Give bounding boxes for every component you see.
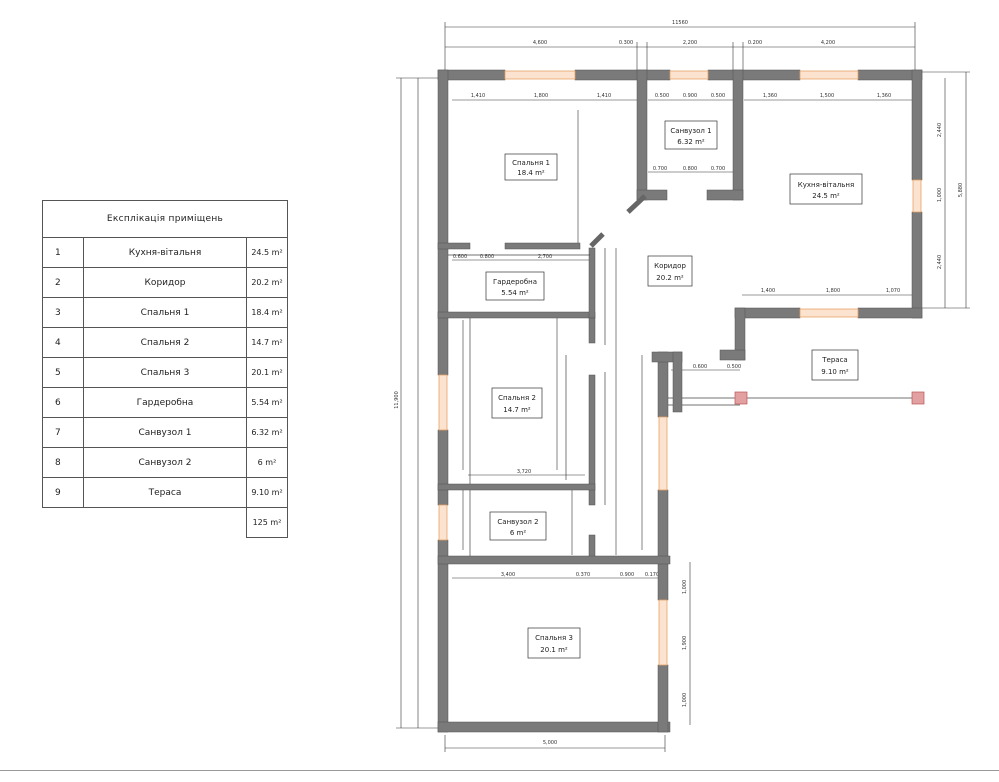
- dim-label: 0.700: [653, 166, 667, 172]
- dim-label: 4,600: [533, 40, 547, 46]
- page-bottom-rule: [0, 770, 999, 771]
- window: [438, 374, 448, 431]
- dim-label: 2,440: [937, 123, 943, 137]
- dim-label: 2,200: [683, 40, 697, 46]
- dim-label: 2,700: [538, 254, 552, 260]
- dim-label: 1,500: [820, 93, 834, 99]
- dim-label: 0.500: [655, 93, 669, 99]
- room-labels: Спальня 1 18.4 m² Санвузол 1 6.32 m² Кух…: [485, 120, 863, 659]
- dim-label: 1,360: [877, 93, 891, 99]
- svg-text:Кухня-вітальня: Кухня-вітальня: [798, 181, 854, 189]
- dim-label: 0.900: [683, 93, 697, 99]
- svg-text:20.1 m²: 20.1 m²: [540, 646, 568, 654]
- dim-label: 0.170: [645, 572, 659, 578]
- walls: [437, 69, 923, 733]
- room-label-bedroom2: Спальня 2 14.7 m²: [491, 387, 543, 419]
- svg-text:Спальня 3: Спальня 3: [535, 634, 573, 642]
- dim-label: 1,360: [763, 93, 777, 99]
- dim-label: 0.300: [619, 40, 633, 46]
- dim-label: 0.700: [711, 166, 725, 172]
- window: [912, 179, 922, 213]
- dim-label: 3,720: [517, 469, 531, 475]
- dimension-lines: [396, 22, 970, 752]
- svg-text:Гардеробна: Гардеробна: [493, 278, 537, 286]
- svg-text:9.10 m²: 9.10 m²: [821, 368, 849, 376]
- dim-label: 1,900: [682, 636, 688, 650]
- svg-text:20.2 m²: 20.2 m²: [656, 274, 684, 282]
- room-label-kitchen: Кухня-вітальня 24.5 m²: [789, 173, 863, 205]
- svg-text:6.32 m²: 6.32 m²: [677, 138, 705, 146]
- window: [658, 599, 668, 666]
- svg-text:Коридор: Коридор: [654, 262, 686, 270]
- schedule-total-row: 125 m²: [43, 507, 288, 538]
- dim-label: 11,900: [394, 391, 400, 409]
- dim-label: 1,800: [534, 93, 548, 99]
- room-label-bath2: Санвузол 2 6 m²: [489, 511, 547, 541]
- dim-label: 1,000: [682, 693, 688, 707]
- dim-label: 5,000: [543, 740, 557, 746]
- room-label-corridor: Коридор 20.2 m²: [647, 255, 693, 287]
- dim-label: 2,440: [937, 255, 943, 269]
- dim-label: 1,410: [471, 93, 485, 99]
- svg-text:24.5 m²: 24.5 m²: [812, 192, 840, 200]
- window: [658, 416, 668, 491]
- dim-label: 4,200: [821, 40, 835, 46]
- window: [799, 70, 859, 80]
- svg-text:6 m²: 6 m²: [510, 529, 526, 537]
- window: [799, 308, 859, 318]
- window: [438, 504, 448, 541]
- dim-label: 1,800: [826, 288, 840, 294]
- dim-label: 1,070: [886, 288, 900, 294]
- dim-label: 0.600: [693, 364, 707, 370]
- svg-text:18.4 m²: 18.4 m²: [517, 169, 545, 177]
- dim-label: 1,000: [937, 188, 943, 202]
- dim-label: 3,400: [501, 572, 515, 578]
- dimension-labels: 11560 4,600 0.300 2,200 0.200 4,200 1,41…: [394, 20, 964, 746]
- room-label-bedroom3: Спальня 3 20.1 m²: [527, 627, 581, 659]
- windows: [438, 70, 922, 666]
- column: [911, 391, 925, 405]
- room-label-bedroom1: Спальня 1 18.4 m²: [504, 153, 558, 181]
- dim-top-overall: 11560: [672, 20, 688, 26]
- dim-label: 0.800: [683, 166, 697, 172]
- dim-label: 0.600: [453, 254, 467, 260]
- svg-text:Спальня 1: Спальня 1: [512, 159, 550, 167]
- svg-text:Тераса: Тераса: [821, 356, 847, 364]
- room-label-bath1: Санвузол 1 6.32 m²: [664, 120, 718, 150]
- dim-label: 1,000: [682, 580, 688, 594]
- dim-label: 0.500: [727, 364, 741, 370]
- window: [669, 70, 709, 80]
- dim-label: 1,400: [761, 288, 775, 294]
- dim-label: 5,880: [958, 183, 964, 197]
- svg-text:Спальня 2: Спальня 2: [498, 394, 536, 402]
- dim-label: 0.500: [711, 93, 725, 99]
- dim-label: 0.900: [620, 572, 634, 578]
- svg-text:Санвузол 1: Санвузол 1: [670, 127, 711, 135]
- total-area: 125 m²: [246, 507, 288, 538]
- svg-text:5.54 m²: 5.54 m²: [501, 289, 529, 297]
- dim-label: 1,410: [597, 93, 611, 99]
- room-label-wardrobe: Гардеробна 5.54 m²: [485, 271, 545, 301]
- dim-label: 0.800: [480, 254, 494, 260]
- svg-text:14.7 m²: 14.7 m²: [503, 406, 531, 414]
- dim-label: 0.200: [748, 40, 762, 46]
- column: [734, 391, 748, 405]
- svg-text:Санвузол 2: Санвузол 2: [497, 518, 538, 526]
- room-label-terrace: Тераса 9.10 m²: [811, 349, 859, 381]
- dim-label: 0.370: [576, 572, 590, 578]
- window: [504, 70, 576, 80]
- terrace-columns: [734, 391, 925, 405]
